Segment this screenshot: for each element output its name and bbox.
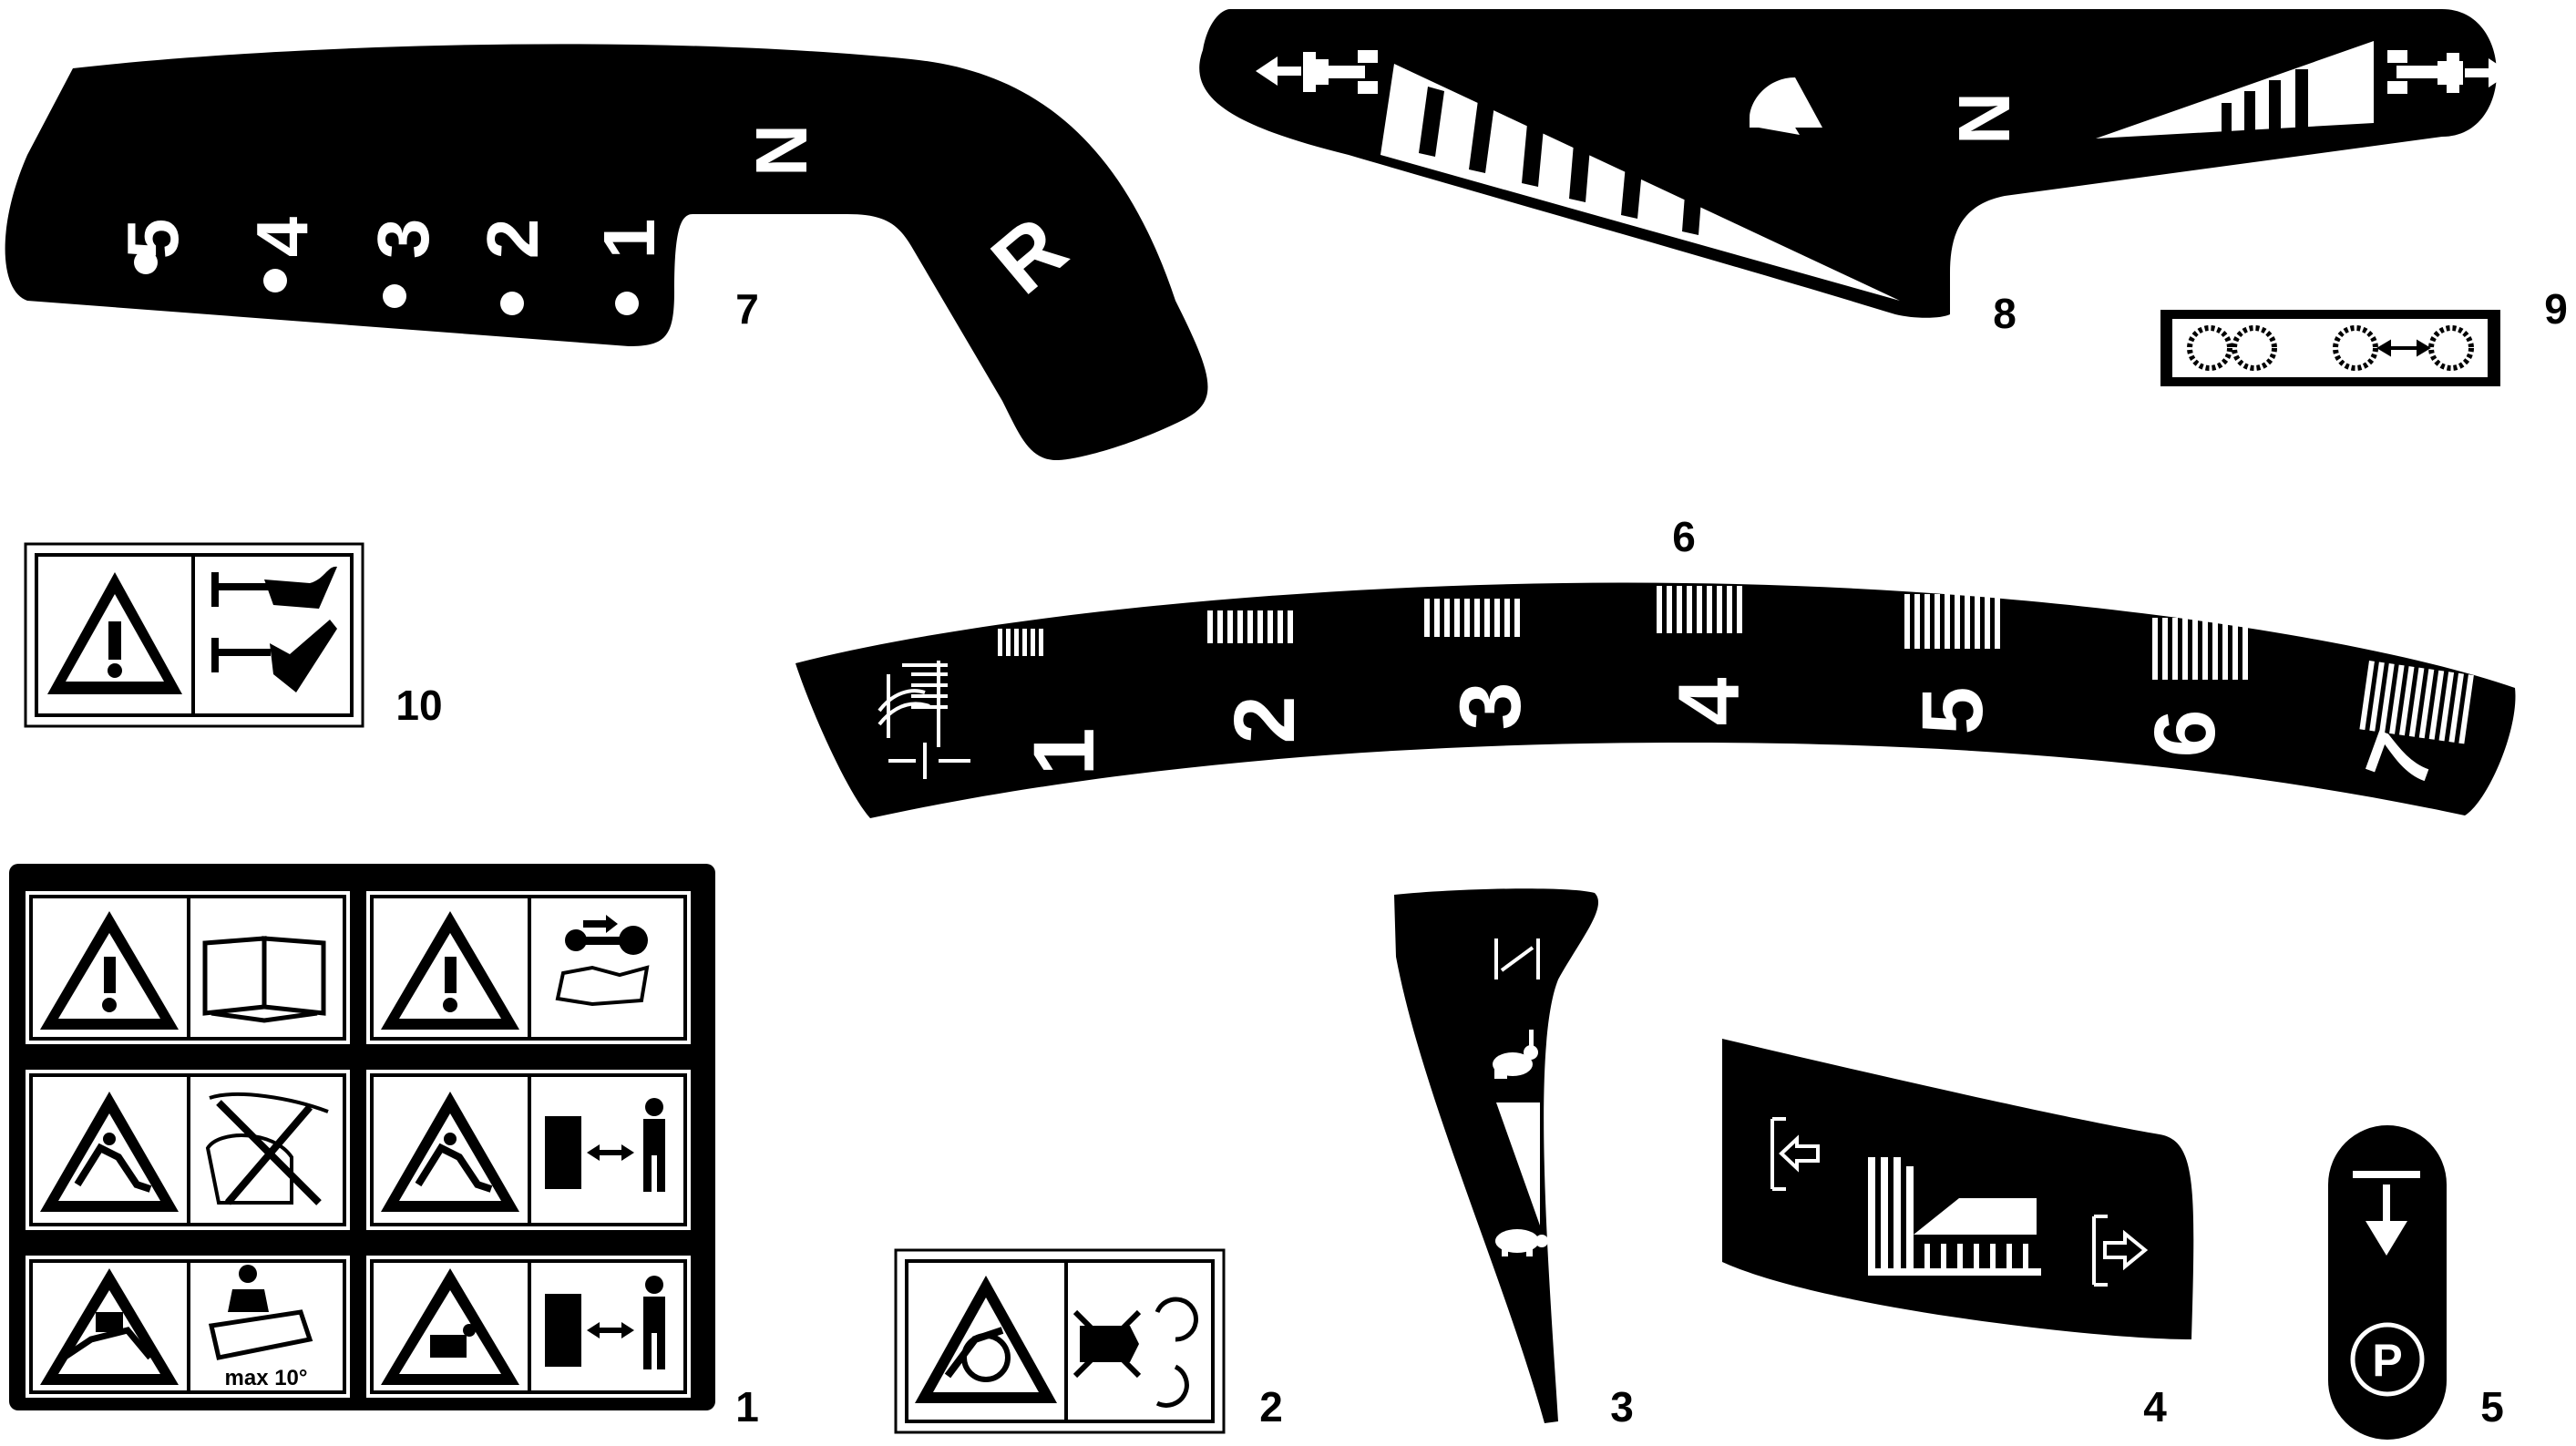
- callout-numbers: 1 2 3 4 5 6 7 8 9 10: [395, 285, 2567, 1431]
- decal-3-throttle: [1394, 888, 1599, 1423]
- height-label-6: 6: [2137, 710, 2233, 758]
- turtle-slow-icon: [1495, 1229, 1548, 1256]
- height-label-1: 1: [1016, 728, 1113, 776]
- height-label-5: 5: [1904, 687, 2001, 735]
- push-down-arrow-icon: [2353, 1171, 2420, 1256]
- cut-height-grass-icon: [1868, 1157, 2041, 1276]
- callout-9: 9: [2544, 285, 2568, 333]
- decal-3-plate: [1394, 888, 1599, 1423]
- warning-triangle-icon: [915, 1276, 1057, 1403]
- decal-5-plate: [2328, 1125, 2447, 1440]
- decal-4-plate: [1722, 1039, 2194, 1339]
- decal-4-deck-lift: [1722, 1039, 2194, 1339]
- gear-label-3: 3: [363, 219, 444, 260]
- height-label-3: 3: [1442, 682, 1539, 731]
- gear-label-4: 4: [241, 216, 323, 257]
- pinch-hands-icon: [211, 566, 337, 692]
- decal-6-height-of-cut-scale: 1 2 3 4 5 6 7: [795, 582, 2516, 818]
- height-label-2: 2: [1216, 696, 1313, 744]
- callout-2: 2: [1259, 1383, 1283, 1431]
- callout-1: 1: [735, 1383, 759, 1431]
- forward-speed-bars: [2222, 69, 2308, 137]
- keep-distance-icon-2: [545, 1276, 665, 1369]
- decal-8-travel-speed: N: [1199, 9, 2510, 318]
- rabbit-fast-icon: [1493, 1030, 1538, 1079]
- grass-height-icon: [877, 661, 970, 779]
- decal-5-parking-brake: P: [2328, 1125, 2447, 1440]
- callout-6: 6: [1672, 513, 1696, 560]
- key-removal-icon: [555, 915, 650, 1007]
- decal-2-entanglement-warning: [894, 1248, 1226, 1434]
- lower-deck-arrow-icon: [1770, 1117, 1820, 1191]
- separation-arrow-icon: [2376, 339, 2431, 357]
- callout-4: 4: [2143, 1383, 2167, 1431]
- gear-label-1: 1: [589, 219, 670, 260]
- decal-7-gear-selector: 5 4 3 2 1 N R: [5, 44, 1208, 460]
- gear-label-2: 2: [472, 219, 553, 260]
- decal-9-differential-lock: [2160, 310, 2500, 386]
- reverse-speed-bars: [1419, 87, 1702, 235]
- gear-dots: [134, 251, 639, 315]
- slope-limit-text: max 10°: [225, 1366, 308, 1390]
- rollover-hazard-icon: [205, 1092, 329, 1205]
- decal-8-plate: [1199, 9, 2497, 318]
- decal-7-plate: [5, 44, 1208, 460]
- height-label-4: 4: [1661, 677, 1758, 725]
- callout-3: 3: [1610, 1383, 1634, 1431]
- warning-triangle-icons: [40, 911, 519, 1385]
- callout-7: 7: [735, 285, 759, 333]
- choke-icon: [1494, 938, 1540, 979]
- manual-book-icon: [202, 936, 326, 1023]
- no-hands-rotating-icon: [1072, 1297, 1198, 1408]
- decal-1-safety-panel: max 10°: [9, 864, 715, 1410]
- keep-distance-icon: [545, 1098, 665, 1192]
- parking-brake-icon: [2350, 1322, 2425, 1397]
- gear-label-5: 5: [112, 219, 193, 260]
- throttle-range-wedge: [1496, 1102, 1540, 1226]
- decal-6-plate: [795, 582, 2516, 818]
- decal-10-pinch-warning: [24, 542, 364, 728]
- forward-tractor-icon: [2387, 50, 2510, 94]
- callout-5: 5: [2480, 1383, 2504, 1431]
- parking-label: P: [2372, 1335, 2402, 1386]
- height-ticks: [998, 586, 2474, 744]
- callout-10: 10: [395, 682, 442, 729]
- raise-deck-arrow-icon: [2092, 1215, 2149, 1287]
- callout-8: 8: [1993, 290, 2017, 337]
- slope-operator-icon: max 10°: [208, 1265, 313, 1390]
- gear-icons: [2187, 325, 2474, 371]
- neutral-label: N: [741, 124, 822, 177]
- neutral-label: N: [1944, 92, 2025, 145]
- warning-triangle-icon: [47, 572, 182, 694]
- reverse-tractor-icon: [1256, 50, 1378, 94]
